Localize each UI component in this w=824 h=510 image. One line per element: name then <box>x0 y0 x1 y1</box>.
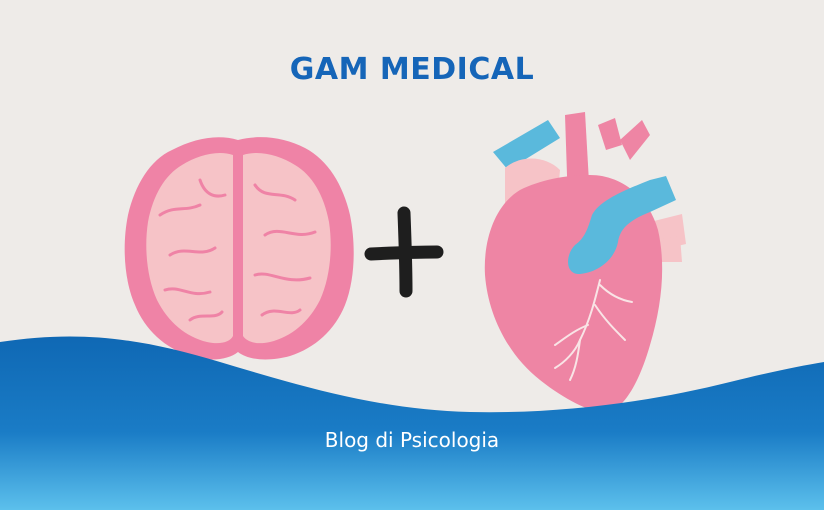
brain-icon <box>124 137 354 360</box>
brand-title: GAM MEDICAL <box>289 52 535 87</box>
plus-icon <box>364 206 444 298</box>
heart-icon <box>484 112 686 413</box>
wave-band <box>0 336 824 510</box>
blog-label: Blog di Psicologia <box>324 428 500 452</box>
